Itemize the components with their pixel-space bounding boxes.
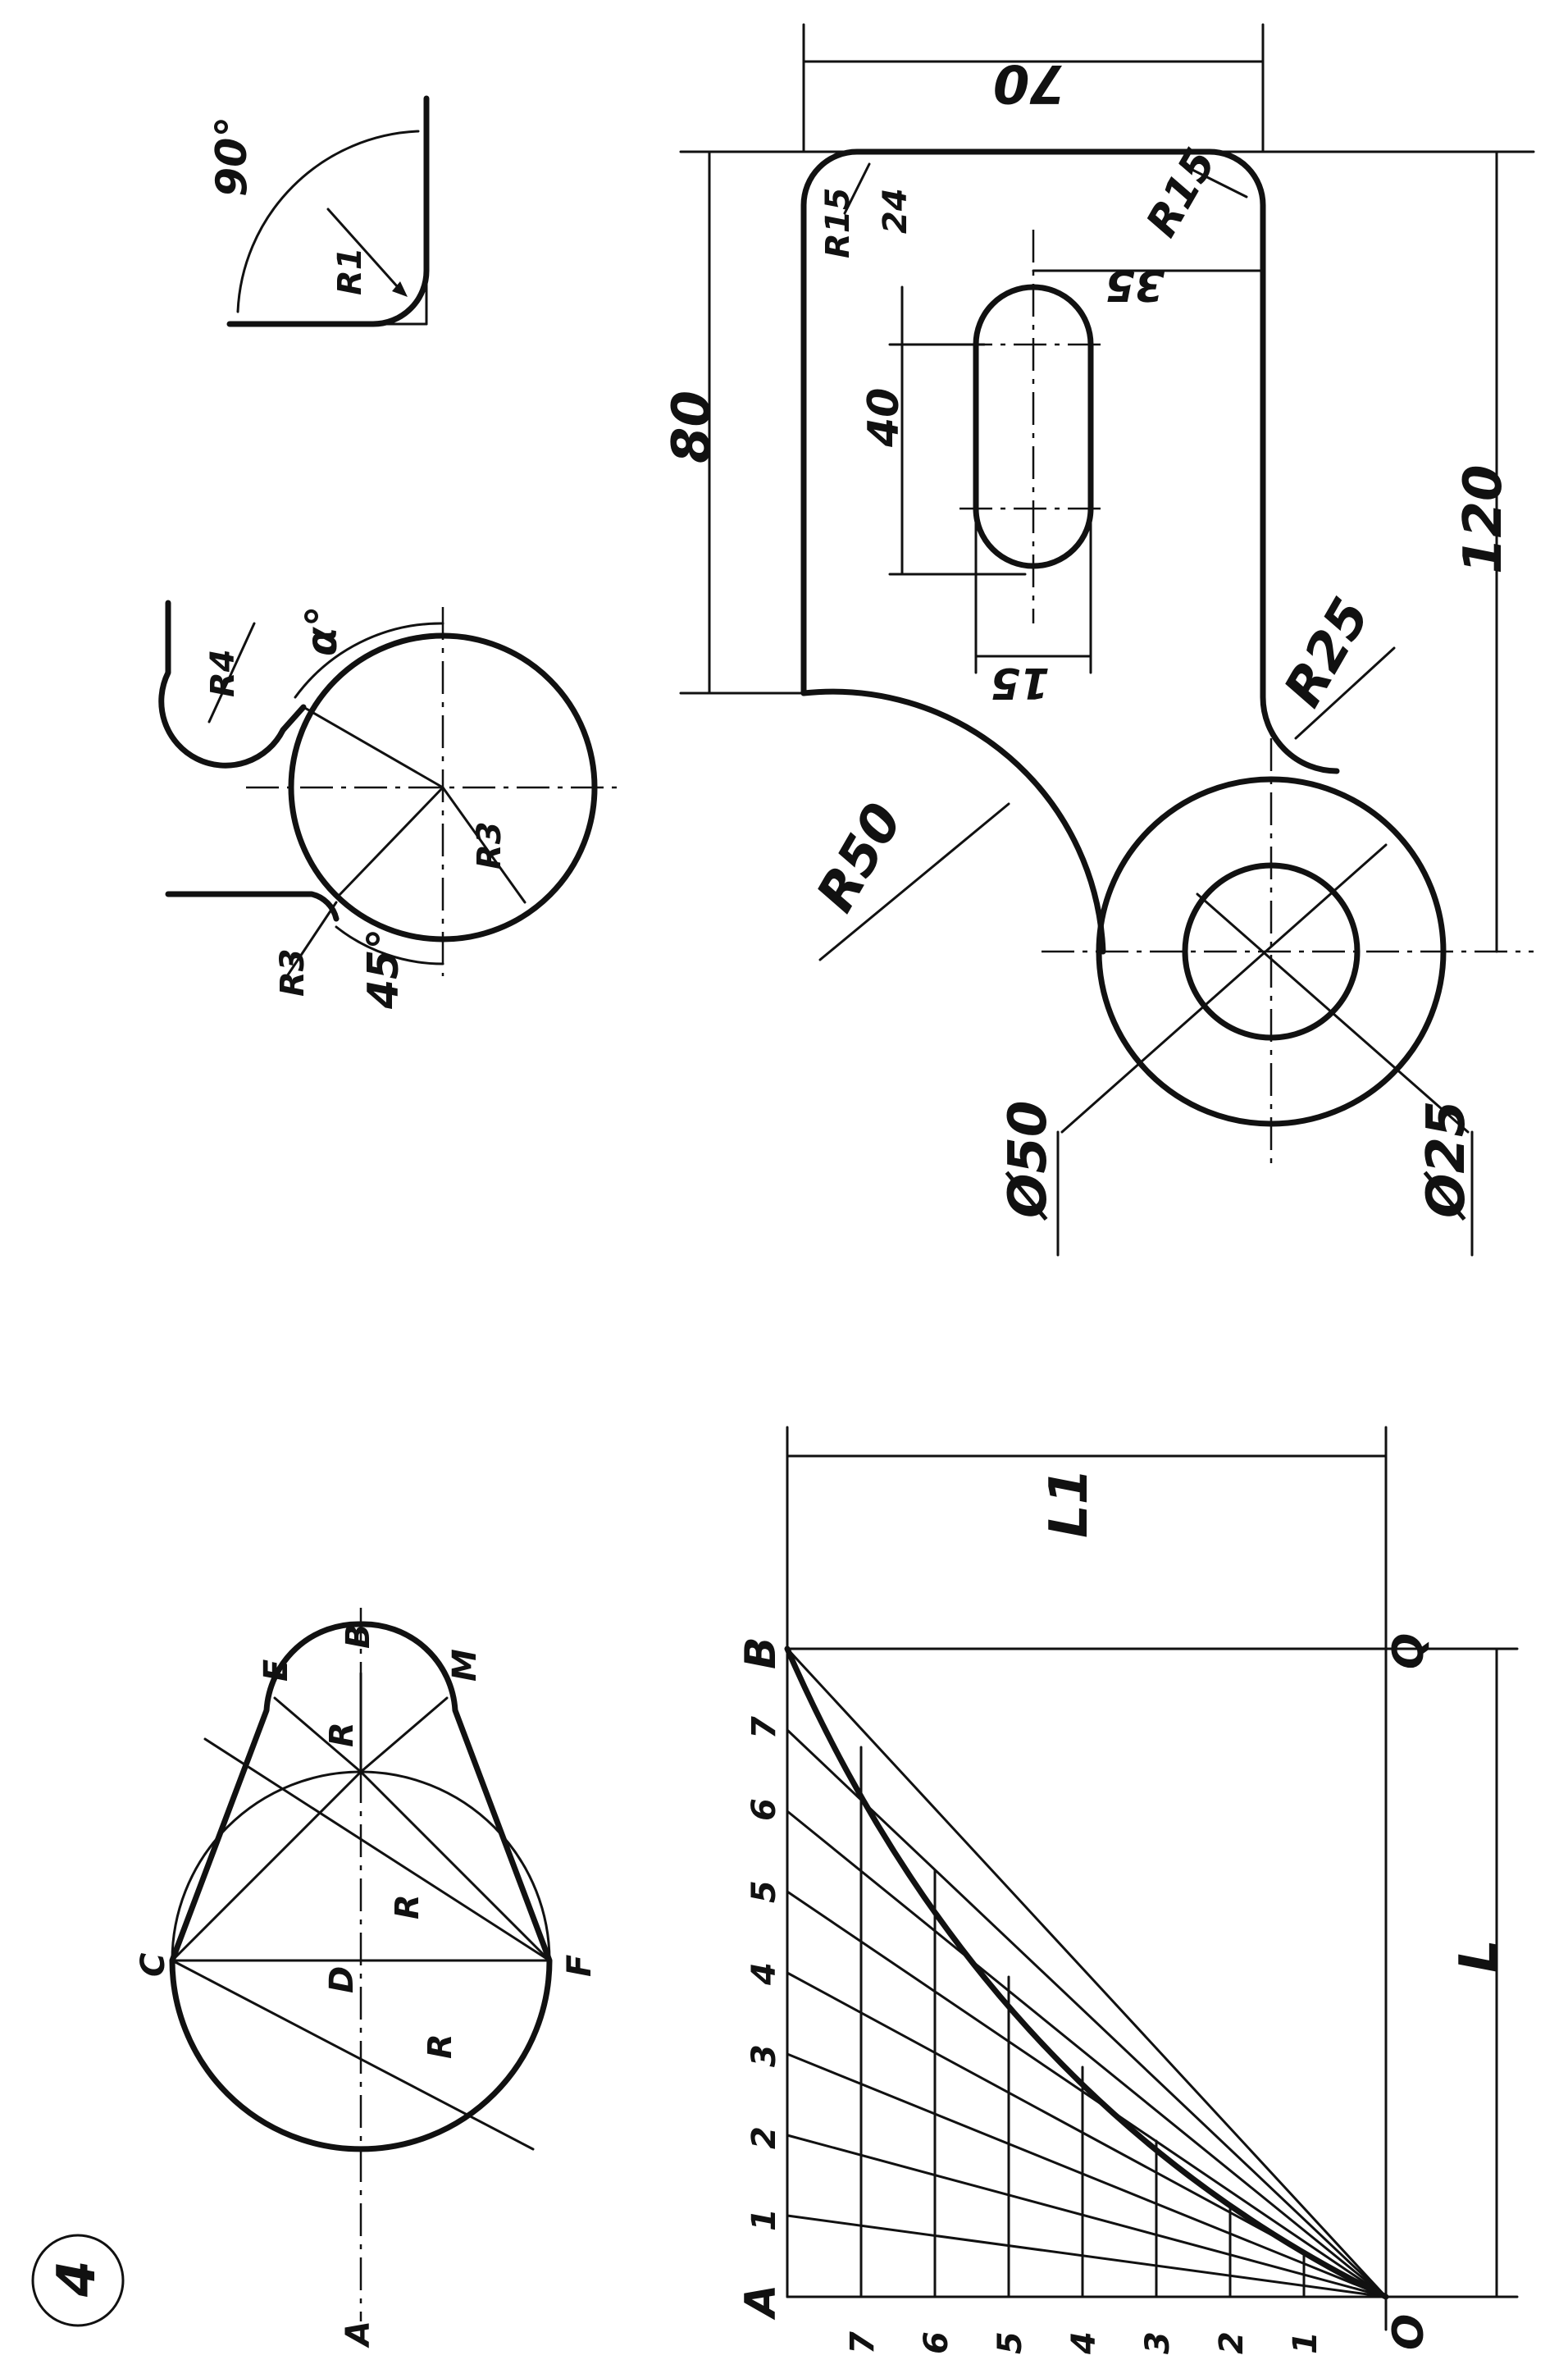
tangent-circle-drawing: R4 α° R3 R3 45° xyxy=(158,600,623,1010)
part-drawing: 70 80 120 35 40 15 24 R15 R15 R25 R50 Ø5… xyxy=(662,23,1535,1257)
radius-mid-label: R xyxy=(389,1894,426,1919)
d50-leader xyxy=(1060,843,1388,1134)
point-f: F xyxy=(561,1955,599,1977)
r25-label: R25 xyxy=(1273,588,1382,717)
r4-label: R4 xyxy=(204,649,242,697)
point-o: O xyxy=(1384,2314,1434,2350)
svg-text:5: 5 xyxy=(991,2331,1029,2354)
dim-70-label: 70 xyxy=(993,52,1066,113)
svg-text:5: 5 xyxy=(745,1880,783,1903)
svg-text:4: 4 xyxy=(1065,2331,1103,2355)
radius-small-label: R xyxy=(323,1722,361,1747)
r4-leader xyxy=(207,622,256,723)
point-d: D xyxy=(323,1966,361,1993)
svg-text:6: 6 xyxy=(918,2331,955,2354)
svg-text:4: 4 xyxy=(745,1962,783,1986)
fillet-90-drawing: 90° R1 xyxy=(207,95,430,327)
parabola-drawing: B A O Q L1 L 1 2 3 4 5 6 7 7 6 5 4 3 2 1 xyxy=(736,1426,1519,2355)
big-radius-f xyxy=(203,1737,551,1962)
r15-right-leader xyxy=(1179,162,1248,199)
radius-arrow xyxy=(392,281,408,297)
fm-line xyxy=(359,1770,551,1962)
angle45-label: 45° xyxy=(359,929,408,1010)
lower-tangent-arc xyxy=(165,891,340,922)
point-b: B xyxy=(340,1624,377,1650)
point-a2: A xyxy=(736,2285,786,2321)
page-number: 4 xyxy=(47,2260,107,2298)
point-a: A xyxy=(340,2321,377,2348)
part-outline xyxy=(800,148,1340,774)
angle45-arc xyxy=(335,925,444,965)
inner-radius-line xyxy=(441,786,526,904)
dim-l1-label: L1 xyxy=(1039,1468,1100,1538)
d50-label: Ø50 xyxy=(998,1101,1059,1221)
point-m: M xyxy=(446,1649,484,1682)
upper-radius-line xyxy=(302,705,444,789)
page-number-badge: 4 xyxy=(31,2234,125,2327)
r3-leader xyxy=(285,901,338,978)
dim-15-label: 15 xyxy=(991,658,1050,707)
dim-40-label: 40 xyxy=(859,388,909,448)
lower-radius-line xyxy=(336,786,444,898)
radius-big-label: R xyxy=(422,2034,459,2059)
point-c: C xyxy=(134,1953,172,1977)
big-radius-c xyxy=(171,1959,535,2151)
ce-line xyxy=(171,1770,362,1962)
angle-label: 90° xyxy=(207,116,257,197)
dim-l-label: L xyxy=(1449,1939,1510,1973)
parabola-curve xyxy=(784,1646,1389,2300)
r3-inner-label: R3 xyxy=(471,821,508,870)
point-q: Q xyxy=(1384,1633,1434,1669)
r15-left-leader xyxy=(843,162,871,215)
alpha-label: α° xyxy=(298,605,347,656)
alpha-arc xyxy=(294,622,444,699)
svg-text:7: 7 xyxy=(745,1716,783,1739)
r3-outer-label: R3 xyxy=(274,948,312,997)
bottom-marks: 7 6 5 4 3 2 1 xyxy=(844,2331,1324,2355)
dim-120-label: 120 xyxy=(1453,464,1514,574)
d25-leader xyxy=(1196,892,1470,1134)
svg-text:6: 6 xyxy=(745,1798,783,1821)
r15-left-label: R15 xyxy=(819,188,857,258)
parabola-verticals xyxy=(859,1746,1306,2298)
svg-text:1: 1 xyxy=(1287,2331,1324,2354)
m-ray xyxy=(359,1696,449,1773)
parabola-rays xyxy=(786,1647,1388,2298)
radius-leader xyxy=(326,208,399,289)
oval-drawing: C F B A D E M R R R xyxy=(134,1608,599,2348)
svg-text:7: 7 xyxy=(844,2331,882,2354)
dim-35-label: 35 xyxy=(1105,260,1165,309)
radius-label: R1 xyxy=(331,247,369,295)
svg-text:1: 1 xyxy=(745,2208,783,2231)
r50-label: R50 xyxy=(805,793,914,922)
r50-leader xyxy=(818,802,1010,961)
top-marks: 1 2 3 4 5 6 7 xyxy=(745,1716,783,2231)
d25-label: Ø25 xyxy=(1416,1101,1477,1221)
angle-arc xyxy=(236,130,420,313)
r15-right-label: R15 xyxy=(1137,140,1226,244)
point-e: E xyxy=(258,1659,295,1682)
r25-leader xyxy=(1294,646,1396,740)
svg-text:2: 2 xyxy=(745,2126,783,2149)
svg-text:3: 3 xyxy=(1139,2331,1177,2354)
dim-80-label: 80 xyxy=(662,390,722,463)
r50-arc xyxy=(800,688,1106,955)
upper-tangent-arc xyxy=(158,600,307,769)
svg-text:3: 3 xyxy=(745,2044,783,2067)
svg-text:2: 2 xyxy=(1213,2331,1251,2354)
dim-24-label: 24 xyxy=(877,188,914,234)
e-ray xyxy=(273,1696,362,1773)
point-b2: B xyxy=(736,1636,786,1669)
